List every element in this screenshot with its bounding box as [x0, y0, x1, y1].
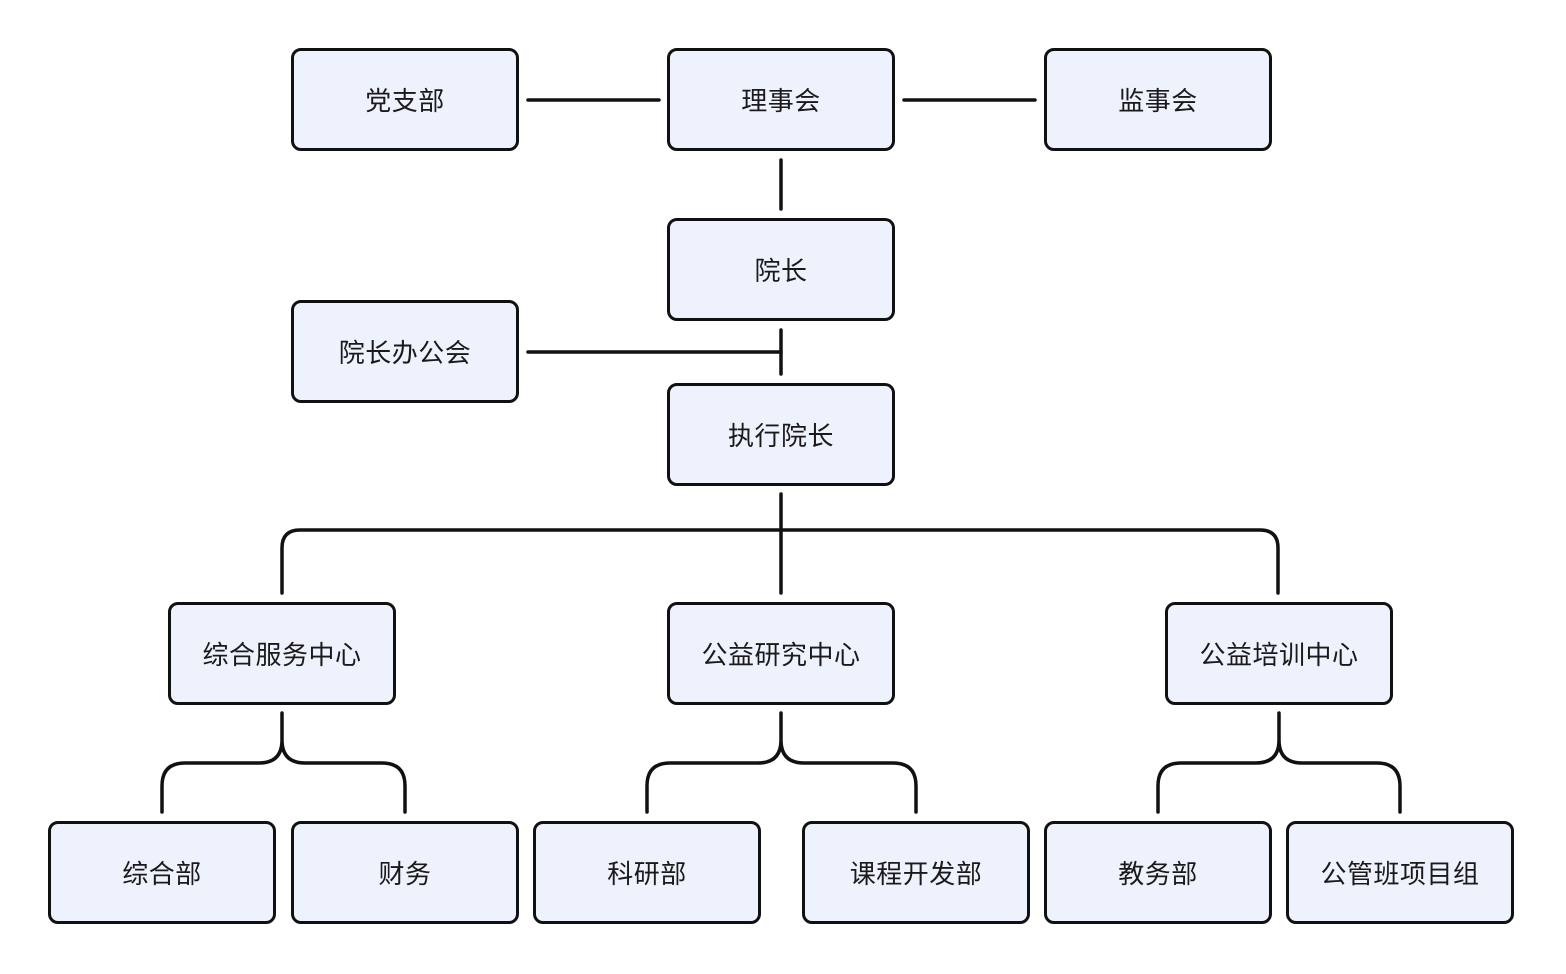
node-caiwu: 财务 [291, 821, 519, 924]
node-jianshihui: 监事会 [1044, 48, 1272, 151]
node-keyanbu: 科研部 [533, 821, 761, 924]
edge-peixun-children [1156, 711, 1402, 814]
edge-zonghe-children [160, 711, 407, 814]
node-yuanzhang-bangonghui: 院长办公会 [291, 300, 519, 403]
node-gongguanban-xiangmuzu: 公管班项目组 [1286, 821, 1514, 924]
node-dangzhibu: 党支部 [291, 48, 519, 151]
node-gongyi-peixun-zhongxin: 公益培训中心 [1165, 602, 1393, 705]
node-jiaowubu: 教务部 [1044, 821, 1272, 924]
node-gongyi-yanjiu-zhongxin: 公益研究中心 [667, 602, 895, 705]
node-kecheng-kaifabu: 课程开发部 [802, 821, 1030, 924]
node-zhixing-yuanzhang: 执行院长 [667, 383, 895, 486]
node-lishihui: 理事会 [667, 48, 895, 151]
edge-zhixing-branches [280, 528, 1280, 595]
node-zonghe-fuwu-zhongxin: 综合服务中心 [168, 602, 396, 705]
node-zonghebu: 综合部 [48, 821, 276, 924]
node-yuanzhang: 院长 [667, 218, 895, 321]
edge-yanjiu-children [645, 711, 918, 814]
